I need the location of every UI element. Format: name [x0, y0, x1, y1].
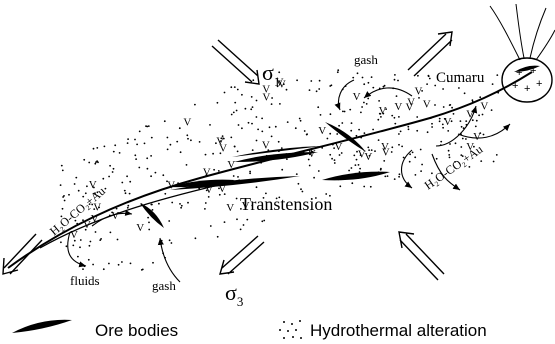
- sigma1-arrow: [212, 40, 259, 84]
- transtension-label: Transtension: [240, 194, 332, 214]
- cumaru-intrusion: [502, 58, 552, 102]
- alteration-v-symbol: V: [353, 91, 361, 103]
- svg-text:+: +: [524, 83, 530, 95]
- alteration-v-symbol: V: [364, 151, 372, 163]
- alteration-v-symbol: V: [415, 86, 423, 98]
- gash-label-top: gash: [354, 52, 378, 67]
- alteration-v-symbol: V: [318, 125, 326, 137]
- sigma3-arrow: [220, 236, 264, 274]
- svg-text:+: +: [512, 80, 518, 92]
- sigma3-label: σ3: [225, 280, 243, 309]
- alteration-v-symbol: V: [262, 140, 270, 152]
- legend: Ore bodies Hydrothermal alteration: [12, 320, 487, 340]
- cumaru-label: Cumaru: [436, 70, 485, 86]
- gash-label-bottom: gash: [152, 278, 176, 293]
- alteration-v-symbol: V: [423, 98, 431, 110]
- alteration-v-symbol: V: [219, 143, 227, 155]
- alteration-v-symbol: V: [382, 147, 390, 159]
- sigma1-label: σ1: [262, 60, 280, 89]
- alteration-v-symbol: V: [136, 222, 144, 234]
- legend-ore-bodies-label: Ore bodies: [95, 321, 178, 340]
- alteration-v-symbol: V: [394, 101, 402, 113]
- svg-text:+: +: [536, 78, 542, 90]
- alteration-v-symbol: V: [473, 131, 481, 143]
- alteration-v-symbol: V: [226, 202, 234, 214]
- ore-body: [234, 152, 318, 162]
- compression-arrow-bottom-right: [399, 232, 444, 280]
- alteration-v-symbol: V: [262, 91, 270, 103]
- legend-alteration-label: Hydrothermal alteration: [310, 321, 487, 340]
- legend-alteration-swatch: [279, 320, 302, 339]
- fluids-label: fluids: [70, 273, 100, 288]
- ore-body: [322, 172, 390, 181]
- alteration-v-symbol: V: [379, 105, 387, 117]
- legend-ore-body-swatch: [12, 320, 72, 333]
- alteration-v-symbol: V: [183, 116, 191, 128]
- alteration-stipple: [60, 69, 499, 271]
- alteration-v-symbol: V: [444, 116, 452, 128]
- alteration-v-symbol: V: [406, 102, 414, 114]
- alteration-v-symbol: V: [480, 101, 488, 113]
- intrusion-radial-lines: [490, 4, 555, 60]
